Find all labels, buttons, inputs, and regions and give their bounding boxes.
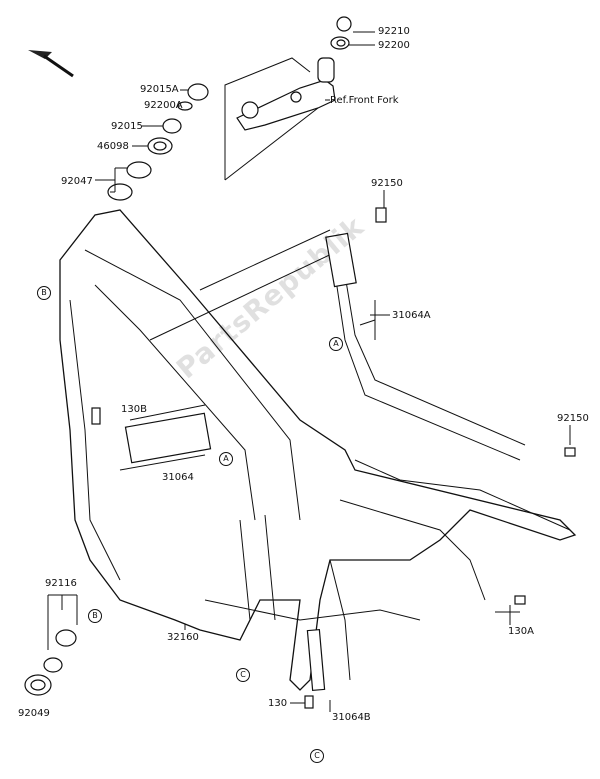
part-number-130a: 130A bbox=[508, 626, 534, 637]
callout-a-frame: A bbox=[329, 337, 343, 351]
part-number-92150-top: 92150 bbox=[371, 178, 403, 189]
part-number-31064b: 31064B bbox=[332, 712, 371, 723]
part-number-92049: 92049 bbox=[18, 708, 50, 719]
motorcycle-frame bbox=[24, 207, 577, 709]
part-number-32160: 32160 bbox=[167, 632, 199, 643]
arrow-up-left-icon bbox=[28, 50, 74, 78]
steering-bearing-parts bbox=[107, 16, 352, 201]
callout-b-part: B bbox=[88, 609, 102, 623]
callout-c-part: C bbox=[310, 749, 324, 763]
part-number-92015a: 92015A bbox=[140, 84, 179, 95]
callout-b-frame: B bbox=[37, 286, 51, 300]
part-number-130: 130 bbox=[268, 698, 288, 709]
part-number-92150-right: 92150 bbox=[557, 413, 589, 424]
callout-a-part: A bbox=[219, 452, 233, 466]
part-number-92200a: 92200A bbox=[144, 100, 183, 111]
part-number-31064a: 31064A bbox=[392, 310, 431, 321]
ref-front-fork-label: Ref.Front Fork bbox=[330, 95, 399, 106]
part-number-92047: 92047 bbox=[61, 176, 93, 187]
callout-c-frame: C bbox=[236, 668, 250, 682]
front-fork-box bbox=[224, 57, 336, 181]
part-number-31064: 31064 bbox=[162, 472, 194, 483]
part-number-92210: 92210 bbox=[378, 26, 410, 37]
part-number-130b: 130B bbox=[121, 404, 147, 415]
part-number-92116: 92116 bbox=[45, 578, 77, 589]
part-number-92200: 92200 bbox=[378, 40, 410, 51]
part-number-46098: 46098 bbox=[97, 141, 129, 152]
part-number-92015: 92015 bbox=[111, 121, 143, 132]
